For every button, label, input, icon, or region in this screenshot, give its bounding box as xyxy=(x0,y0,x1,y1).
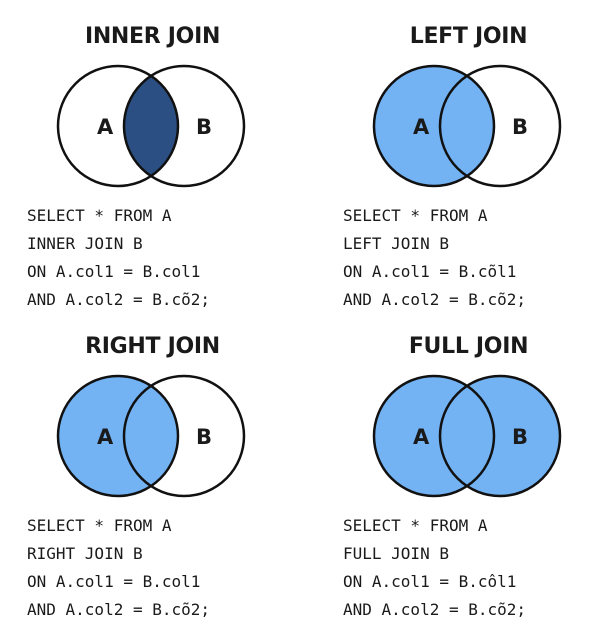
panel-title: FULL JOIN xyxy=(408,334,529,359)
circle-b-outline xyxy=(438,64,562,188)
code-line: INNER JOIN B xyxy=(27,234,143,253)
panel-title: LEFT JOIN xyxy=(409,24,528,49)
code-line: AND A.col2 = B.cõ2; xyxy=(343,600,527,619)
panel-left-join: LEFT JOIN A B SELECT * FROM A LEFT JOIN … xyxy=(316,0,610,318)
label-b: B xyxy=(196,115,212,139)
panel-title: INNER JOIN xyxy=(84,24,221,49)
panel-right-join: RIGHT JOIN A B SELECT * FROM A RIGHT JOI… xyxy=(0,310,305,628)
circle-a-outline xyxy=(56,64,180,188)
venn-diagram: A B xyxy=(56,374,246,498)
sql-code: SELECT * FROM A LEFT JOIN B ON A.col1 = … xyxy=(343,202,526,314)
code-line: ON A.col1 = B.col1 xyxy=(27,262,201,281)
label-a: A xyxy=(413,115,430,139)
sql-code: SELECT * FROM A INNER JOIN B ON A.col1 =… xyxy=(27,202,210,314)
venn-diagram: A B xyxy=(372,374,562,498)
code-line: RIGHT JOIN B xyxy=(27,544,143,563)
code-line: FULL JOIN B xyxy=(343,544,449,563)
sql-code: SELECT * FROM A FULL JOIN B ON A.col1 = … xyxy=(343,512,526,624)
circle-a-filled xyxy=(374,66,494,186)
circle-b-outline xyxy=(122,64,246,188)
label-a: A xyxy=(97,425,114,449)
code-line: AND A.col2 = B.cõ2; xyxy=(27,600,211,619)
code-line: AND A.col2 = B.cõ2; xyxy=(343,290,527,309)
circle-b-outline xyxy=(122,374,246,498)
code-line: SELECT * FROM A xyxy=(27,206,172,225)
code-line: ON A.col1 = B.col1 xyxy=(27,572,201,591)
code-line: ON A.col1 = B.côl1 xyxy=(343,572,517,591)
panel-title: RIGHT JOIN xyxy=(85,334,220,359)
label-b: B xyxy=(512,115,528,139)
circle-a-outline xyxy=(372,64,496,188)
sql-code: SELECT * FROM A RIGHT JOIN B ON A.col1 =… xyxy=(27,512,210,624)
circle-b-filled xyxy=(440,376,560,496)
venn-diagram: A B xyxy=(56,64,246,188)
code-line: SELECT * FROM A xyxy=(343,516,488,535)
code-line: SELECT * FROM A xyxy=(343,206,488,225)
code-line: LEFT JOIN B xyxy=(343,234,449,253)
circle-b-outline xyxy=(438,374,562,498)
intersection-region xyxy=(124,66,178,186)
code-line: SELECT * FROM A xyxy=(27,516,172,535)
label-a: A xyxy=(97,115,114,139)
code-line: ON A.col1 = B.cõl1 xyxy=(343,262,517,281)
label-a: A xyxy=(413,425,430,449)
panel-full-join: FULL JOIN A B SELECT * FROM A FULL JOIN … xyxy=(316,310,610,628)
code-line: AND A.col2 = B.cõ2; xyxy=(27,290,211,309)
label-b: B xyxy=(196,425,212,449)
circle-a-outline xyxy=(56,374,180,498)
circle-a-filled xyxy=(58,376,178,496)
label-b: B xyxy=(512,425,528,449)
venn-diagram: A B xyxy=(372,64,562,188)
circle-a-outline xyxy=(372,374,496,498)
panel-inner-join: INNER JOIN A B SELECT * FROM A INNER JOI… xyxy=(0,0,305,318)
